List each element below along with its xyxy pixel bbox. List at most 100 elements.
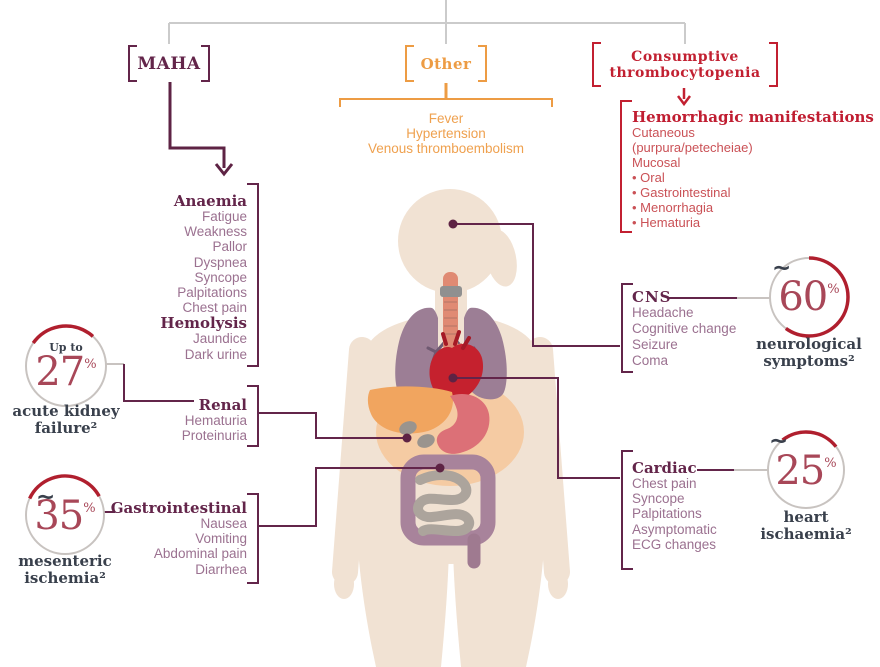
other-symptom-item: Venous thromboembolism: [367, 141, 525, 156]
neurological-ring: [768, 256, 850, 338]
other-symptom-item: Fever: [428, 111, 464, 126]
anaemia-item: Pallor: [212, 239, 247, 255]
cns-bracket: [621, 283, 633, 373]
hemorrhagic-block: Hemorrhagic manifestations Cutaneous(pur…: [632, 108, 874, 230]
anaemia-item: Palpitations: [177, 285, 247, 301]
other-symptom-item: Hypertension: [406, 126, 486, 141]
hemorrhagic-lines: Cutaneous(purpura/petecheiae)Mucosal: [632, 125, 872, 170]
kidney-stat-prefix: Up to: [49, 341, 83, 354]
heart-ring: [766, 430, 846, 510]
renal-body-connector: [259, 412, 403, 439]
left-arm: [332, 337, 375, 585]
kidney-ring: [24, 324, 108, 408]
anaemia-bracket: [247, 183, 259, 367]
hemorrhagic-line: (purpura/petecheiae): [632, 140, 753, 155]
mesenteric-percent-sign: %: [83, 501, 96, 516]
kidney-left: [399, 421, 417, 435]
hemorrhagic-title: Hemorrhagic manifestations: [632, 108, 874, 126]
cardiac-item: Asymptomatic: [632, 521, 717, 537]
cns-body-connector: [457, 223, 620, 347]
heart-arc: [766, 430, 846, 510]
large-intestine: [400, 454, 496, 546]
other-bracket: [339, 98, 553, 107]
cardiac-item: ECG changes: [632, 536, 717, 552]
consumptive-arrow: [677, 88, 691, 107]
intestine-dot: [435, 463, 445, 473]
cns-item: Coma: [632, 353, 669, 368]
neurological-percent-sign: %: [827, 282, 840, 297]
anaemia-item: Weakness: [184, 224, 247, 240]
kidney-stat-value: 27%: [0, 350, 141, 394]
kidney-arc: [24, 324, 108, 408]
hemorrhagic-bullets: OralGastrointestinalMenorrhagiaHematuria: [632, 170, 872, 230]
hemolysis-item: Jaundice: [192, 331, 247, 347]
small-intestine: [413, 470, 475, 537]
heart-percent-number: 25: [775, 448, 825, 494]
cns-item: Headache: [632, 305, 694, 320]
other-label: Other: [420, 54, 472, 73]
gastro-item: Nausea: [200, 516, 247, 531]
hemorrhagic-bracket: [620, 100, 632, 233]
kidney-stat-connector: [106, 363, 194, 402]
cardiac-item: Chest pain: [632, 476, 697, 491]
maha-tag: MAHA: [128, 45, 210, 82]
heart-dot: [448, 373, 458, 383]
hemorrhagic-bullet: Oral: [632, 170, 872, 185]
cns-item: Seizure: [632, 337, 678, 352]
right-arm: [527, 337, 570, 585]
organs: [367, 272, 524, 569]
other-connector: [339, 83, 553, 107]
consumptive-label: Consumptive thrombocytopenia: [609, 48, 761, 81]
renal-item: Hematuria: [184, 413, 247, 428]
cardiac-item: Syncope: [632, 491, 685, 507]
kidney-percent-number: 27: [35, 349, 85, 395]
gastro-title: Gastrointestinal: [110, 499, 247, 517]
mesenteric-percent-number: 35: [34, 493, 84, 539]
stomach: [436, 394, 490, 454]
neurological-caption-line1: neurological: [756, 335, 862, 353]
neurological-stat-caption: neurological symptoms²: [734, 336, 880, 370]
mesenteric-stat-value: 35%: [0, 494, 140, 538]
kidney-stat-caption: acute kidney failure²: [0, 403, 141, 437]
head-shape: [398, 189, 502, 293]
mesenteric-caption-line1: mesenteric: [18, 552, 112, 570]
left-leg: [356, 512, 449, 667]
kidney-caption-line2: failure²: [34, 419, 98, 437]
renal-item: Proteinuria: [181, 428, 247, 444]
hemorrhagic-line: Cutaneous: [632, 125, 695, 140]
other-tag: Other: [405, 45, 487, 82]
heart-tilde: ~: [769, 428, 789, 454]
liver: [367, 386, 453, 434]
consumptive-arrowhead-icon: [677, 95, 691, 107]
kidney-right: [417, 434, 435, 448]
maha-arrow: [168, 82, 234, 177]
kidney-dot: [402, 433, 412, 443]
maha-arrowhead-icon: [214, 163, 234, 177]
mesenteric-arc: [24, 474, 106, 556]
anaemia-item: Syncope: [194, 269, 247, 285]
kidney-caption-line1: acute kidney: [12, 402, 120, 420]
right-hand: [548, 569, 568, 599]
cardiac-body-connector: [457, 377, 620, 479]
hemolysis-title: Hemolysis: [160, 314, 247, 333]
top-tree-lines: [168, 0, 686, 44]
cardiac-item: Palpitations: [632, 506, 702, 522]
gastro-body-connector: [259, 467, 436, 527]
heart-stat-caption: heart ischaemia²: [731, 509, 880, 543]
heart-stat-value: 25%: [731, 449, 880, 493]
maha-label: MAHA: [137, 53, 201, 74]
